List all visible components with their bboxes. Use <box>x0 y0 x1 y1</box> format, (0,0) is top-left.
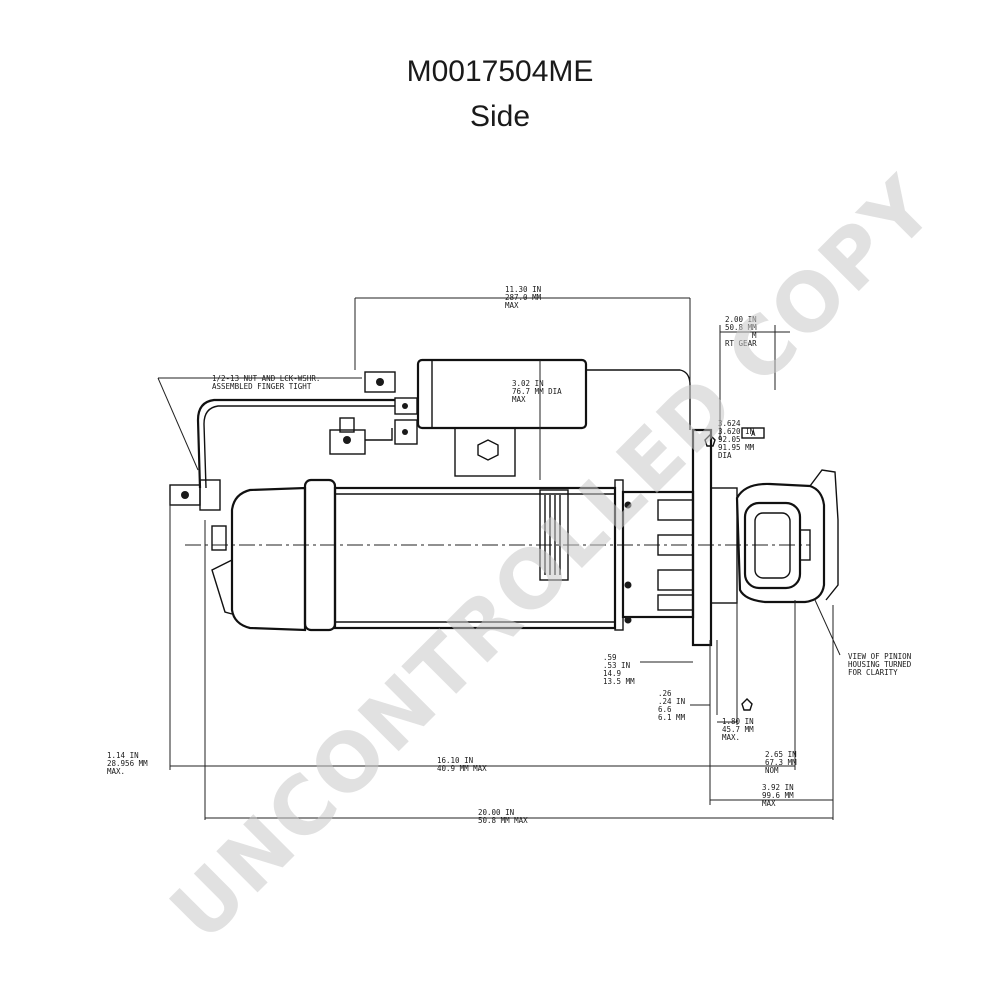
view-subtitle: Side <box>469 100 531 133</box>
label-right-top-0: 2.00 IN <box>725 315 757 324</box>
label-overall-len-1: 50.8 MM MAX <box>478 816 528 825</box>
label-overall-top-2: MAX <box>505 301 519 310</box>
datum-pentagon-top <box>704 434 716 447</box>
label-flange-a-2: 14.9 <box>603 669 621 678</box>
label-flange-b-2: 6.6 <box>658 705 672 714</box>
label-nose-len-2: NOM <box>765 766 779 775</box>
label-flange-a-0: .59 <box>603 653 617 662</box>
datum-pentagon-bottom <box>741 698 753 711</box>
label-solenoid-dia-2: MAX <box>512 395 526 404</box>
label-flange-b-1: .24 IN <box>658 697 685 706</box>
watermark: UNCONTROLLED COPY <box>153 159 953 959</box>
label-pilot-dia-0: 3.624 <box>718 419 741 428</box>
label-flange-b-3: 6.1 MM <box>658 713 686 722</box>
label-nut-note-1: ASSEMBLED FINGER TIGHT <box>212 382 312 391</box>
label-pilot-dia-4: DIA <box>718 451 732 460</box>
label-nose-max-1: 99.6 MM <box>762 791 794 800</box>
label-pilot-dia-3: 91.95 MM <box>718 443 755 452</box>
label-body-len-0: 16.10 IN <box>437 756 473 765</box>
label-left-dim-0: 1.14 IN <box>107 751 139 760</box>
motor-body <box>211 428 738 647</box>
label-solenoid-dia-0: 3.02 IN <box>512 379 544 388</box>
pinion-housing <box>735 469 839 604</box>
dimension-lines <box>157 297 841 820</box>
solenoid <box>329 358 588 477</box>
label-nose-max-0: 3.92 IN <box>762 783 794 792</box>
label-datum-a: A <box>751 429 756 438</box>
label-flange-a-1: .53 IN <box>603 661 630 670</box>
label-overall-len-0: 20.00 IN <box>478 808 514 817</box>
label-right-top-1: 50.8 MM <box>725 323 757 332</box>
label-right-top-3: RT GEAR <box>725 339 757 348</box>
label-pinion-len-1: 45.7 MM <box>722 725 754 734</box>
label-flange-a-3: 13.5 MM <box>603 677 635 686</box>
label-pilot-dia-1: 3.620 IN <box>718 427 754 436</box>
label-pinion-view-1: HOUSING TURNED <box>848 660 912 669</box>
label-pinion-view-0: VIEW OF PINION <box>848 652 911 661</box>
dimension-labels: 11.30 IN 287.0 MM MAX 2.00 IN 50.8 MM M … <box>107 285 912 825</box>
label-body-len-1: 40.9 MM MAX <box>437 764 487 773</box>
label-nose-len-0: 2.65 IN <box>765 750 797 759</box>
label-nose-max-2: MAX <box>762 799 776 808</box>
label-left-dim-1: 28.956 MM <box>107 759 148 768</box>
label-pinion-view-2: FOR CLARITY <box>848 668 898 677</box>
part-number-title: M0017504ME <box>406 55 594 88</box>
label-left-dim-2: MAX. <box>107 767 125 776</box>
datum-box <box>741 427 765 439</box>
label-overall-top-1: 287.0 MM <box>505 293 542 302</box>
label-solenoid-dia-1: 76.7 MM DIA <box>512 387 562 396</box>
label-nut-note-0: 1/2-13 NUT AND LCK-WSHR. <box>212 374 320 383</box>
label-overall-top-0: 11.30 IN <box>505 285 541 294</box>
label-right-top-2: M <box>752 331 757 340</box>
label-flange-b-0: .26 <box>658 689 672 698</box>
label-nose-len-1: 67.3 MM <box>765 758 797 767</box>
label-pinion-len-2: MAX. <box>722 733 740 742</box>
label-pilot-dia-2: 92.05 <box>718 435 741 444</box>
label-pinion-len-0: 1.80 IN <box>722 717 754 726</box>
